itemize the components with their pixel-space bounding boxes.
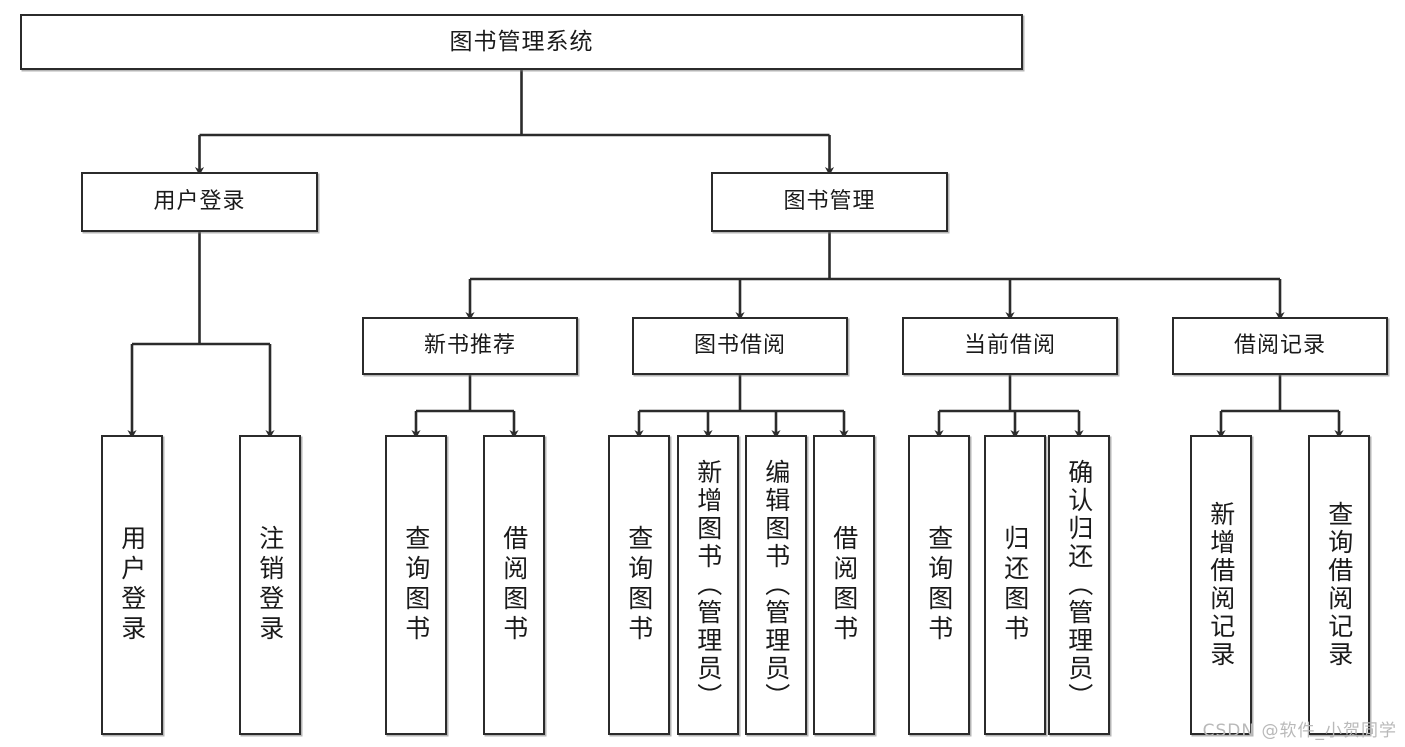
node-label: 借阅图书 [499, 525, 529, 645]
node-bookmgmt[interactable]: 图书管理 [711, 172, 948, 232]
node-label: 图书借阅 [693, 333, 786, 358]
node-borrow[interactable]: 图书借阅 [632, 317, 848, 375]
node-label: 编辑图书（管理员） [761, 459, 791, 711]
node-label: 新增借阅记录 [1206, 501, 1236, 669]
node-label: 用户登录 [117, 525, 147, 645]
node-label: 借阅记录 [1233, 333, 1326, 358]
node-label: 当前借阅 [963, 333, 1056, 358]
node-label: 新增图书（管理员） [693, 459, 723, 711]
node-label: 注销登录 [255, 525, 285, 645]
node-label: 查询图书 [401, 525, 431, 645]
node-leaf-cu-return[interactable]: 归还图书 [984, 435, 1046, 735]
node-label: 归还图书 [1000, 525, 1030, 645]
watermark-text: CSDN @软件_小贺同学 [1202, 721, 1397, 741]
node-records[interactable]: 借阅记录 [1172, 317, 1388, 375]
node-leaf-cu-confirm[interactable]: 确认归还（管理员） [1048, 435, 1110, 735]
node-leaf-user-login[interactable]: 用户登录 [101, 435, 163, 735]
node-leaf-user-logout[interactable]: 注销登录 [239, 435, 301, 735]
node-label: 图书管理 [783, 189, 876, 214]
node-label: 确认归还（管理员） [1064, 459, 1094, 711]
node-label: 借阅图书 [829, 525, 859, 645]
node-leaf-nb-borrow[interactable]: 借阅图书 [483, 435, 545, 735]
node-newbook[interactable]: 新书推荐 [362, 317, 578, 375]
node-label: 查询图书 [624, 525, 654, 645]
node-login[interactable]: 用户登录 [81, 172, 318, 232]
node-leaf-bw-add[interactable]: 新增图书（管理员） [677, 435, 739, 735]
node-leaf-rc-add[interactable]: 新增借阅记录 [1190, 435, 1252, 735]
node-label: 用户登录 [153, 189, 246, 214]
node-label: 查询借阅记录 [1324, 501, 1354, 669]
node-leaf-rc-query[interactable]: 查询借阅记录 [1308, 435, 1370, 735]
node-root[interactable]: 图书管理系统 [20, 14, 1023, 70]
node-leaf-bw-borrow[interactable]: 借阅图书 [813, 435, 875, 735]
node-leaf-cu-query[interactable]: 查询图书 [908, 435, 970, 735]
node-label: 图书管理系统 [449, 28, 594, 55]
node-leaf-bw-edit[interactable]: 编辑图书（管理员） [745, 435, 807, 735]
node-current[interactable]: 当前借阅 [902, 317, 1118, 375]
node-label: 新书推荐 [423, 333, 516, 358]
node-label: 查询图书 [924, 525, 954, 645]
node-leaf-bw-query[interactable]: 查询图书 [608, 435, 670, 735]
node-leaf-nb-query[interactable]: 查询图书 [385, 435, 447, 735]
